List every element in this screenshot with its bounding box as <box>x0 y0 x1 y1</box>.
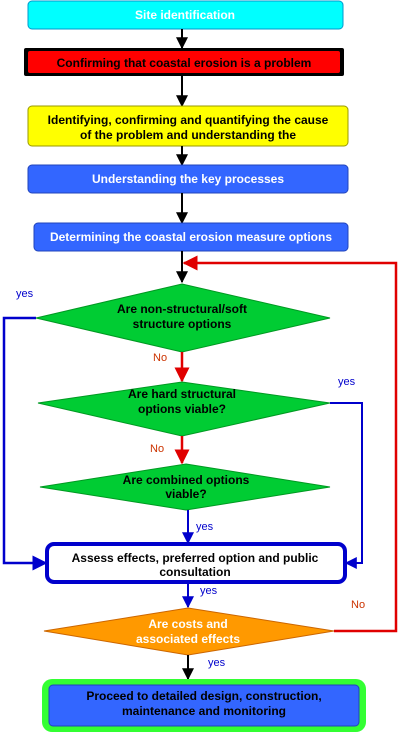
yes-label-assess: yes <box>200 585 218 597</box>
confirming-box: Confirming that coastal erosion is a pro… <box>24 48 344 76</box>
non-structural-decision: Are non-structural/soft structure option… <box>35 283 331 353</box>
combined-label-line1: Are combined options <box>123 473 250 487</box>
key-processes-label: Understanding the key processes <box>92 172 284 186</box>
hard-structural-decision: Are hard structural options viable? <box>37 381 331 437</box>
assess-label-line2: consultation <box>159 565 230 579</box>
hard-structural-label-line1: Are hard structural <box>128 387 236 401</box>
no-label-1: No <box>153 352 167 364</box>
site-identification-label: Site identification <box>135 8 235 22</box>
proceed-label-line1: Proceed to detailed design, construction… <box>86 689 321 703</box>
determining-box: Determining the coastal erosion measure … <box>33 222 349 252</box>
costs-decision: Are costs and associated effects <box>43 607 335 656</box>
identifying-label-line2: of the problem and understanding the <box>80 128 296 142</box>
confirming-label: Confirming that coastal erosion is a pro… <box>57 56 312 70</box>
assess-label-line1: Assess effects, preferred option and pub… <box>72 551 319 565</box>
key-processes-box: Understanding the key processes <box>27 164 349 194</box>
assess-box: Assess effects, preferred option and pub… <box>45 542 347 584</box>
costs-label-line1: Are costs and <box>148 617 227 631</box>
non-structural-label-line1: Are non-structural/soft <box>117 302 247 316</box>
determining-label: Determining the coastal erosion measure … <box>50 230 332 244</box>
proceed-box: Proceed to detailed design, construction… <box>42 679 366 732</box>
combined-label-line2: viable? <box>165 487 206 501</box>
no-label-2: No <box>150 443 164 455</box>
costs-label-line2: associated effects <box>136 632 240 646</box>
identifying-box: Identifying, confirming and quantifying … <box>27 105 349 147</box>
yes-label-costs: yes <box>208 657 226 669</box>
yes-label-combined: yes <box>196 521 214 533</box>
no-label-costs: No <box>351 599 365 611</box>
yes-label-hard: yes <box>338 376 356 388</box>
site-identification-box: Site identification <box>27 0 344 30</box>
arrow-no-costs <box>182 255 398 633</box>
identifying-label-line1: Identifying, confirming and quantifying … <box>48 113 329 127</box>
hard-structural-label-line2: options viable? <box>138 402 226 416</box>
arrow-yes-left <box>2 316 48 571</box>
non-structural-label-line2: structure options <box>133 317 232 331</box>
yes-label-left: yes <box>16 288 34 300</box>
arrow-yes-hard <box>330 402 363 569</box>
combined-decision: Are combined options viable? <box>39 463 331 511</box>
proceed-label-line2: maintenance and monitoring <box>122 704 286 718</box>
